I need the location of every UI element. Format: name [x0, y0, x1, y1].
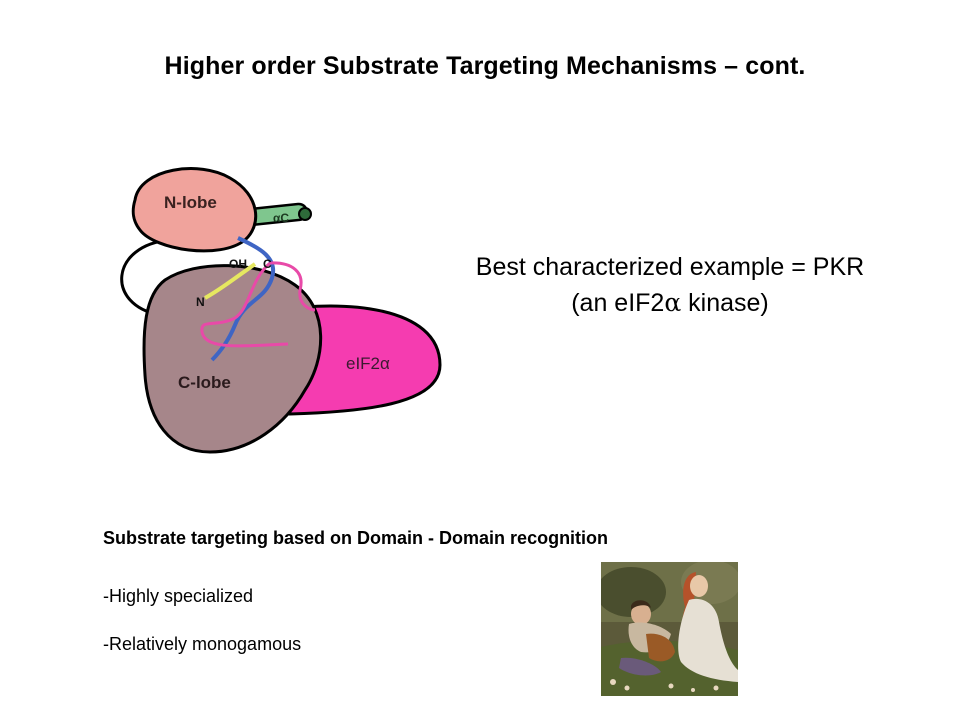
yellow-strand	[204, 262, 257, 300]
n-lobe-label: N-lobe	[164, 193, 217, 212]
example-line-2: (an eIF2α kinase)	[400, 285, 940, 321]
pkr-example: Best characterized example = PKR (an eIF…	[400, 249, 940, 321]
kinase-substrate-diagram: eIF2α αC N-lobe C-lobe OH C N	[110, 160, 450, 460]
targeting-notes: Substrate targeting based on Domain - Do…	[103, 528, 608, 682]
notes-heading: Substrate targeting based on Domain - Do…	[103, 528, 609, 548]
note-item: -Highly specialized	[103, 586, 254, 606]
slide-title: Higher order Substrate Targeting Mechani…	[164, 52, 806, 80]
painting-image	[596, 560, 741, 696]
linker-loop	[120, 238, 171, 317]
example-line-1: Best characterized example = PKR	[475, 253, 865, 281]
oh-label: OH	[229, 257, 247, 271]
example-prefix: (an eIF2	[571, 289, 665, 317]
c-terminus-label: C	[263, 257, 272, 271]
substrate-label: eIF2α	[346, 354, 390, 373]
pink-strand	[200, 261, 316, 348]
alpha-symbol: α	[664, 288, 682, 317]
helix-label: αC	[273, 211, 289, 225]
example-suffix: kinase)	[681, 289, 769, 317]
note-item: -Relatively monogamous	[103, 634, 302, 654]
c-lobe	[142, 264, 323, 454]
c-lobe-label: C-lobe	[178, 373, 231, 392]
n-terminus-label: N	[196, 295, 205, 309]
